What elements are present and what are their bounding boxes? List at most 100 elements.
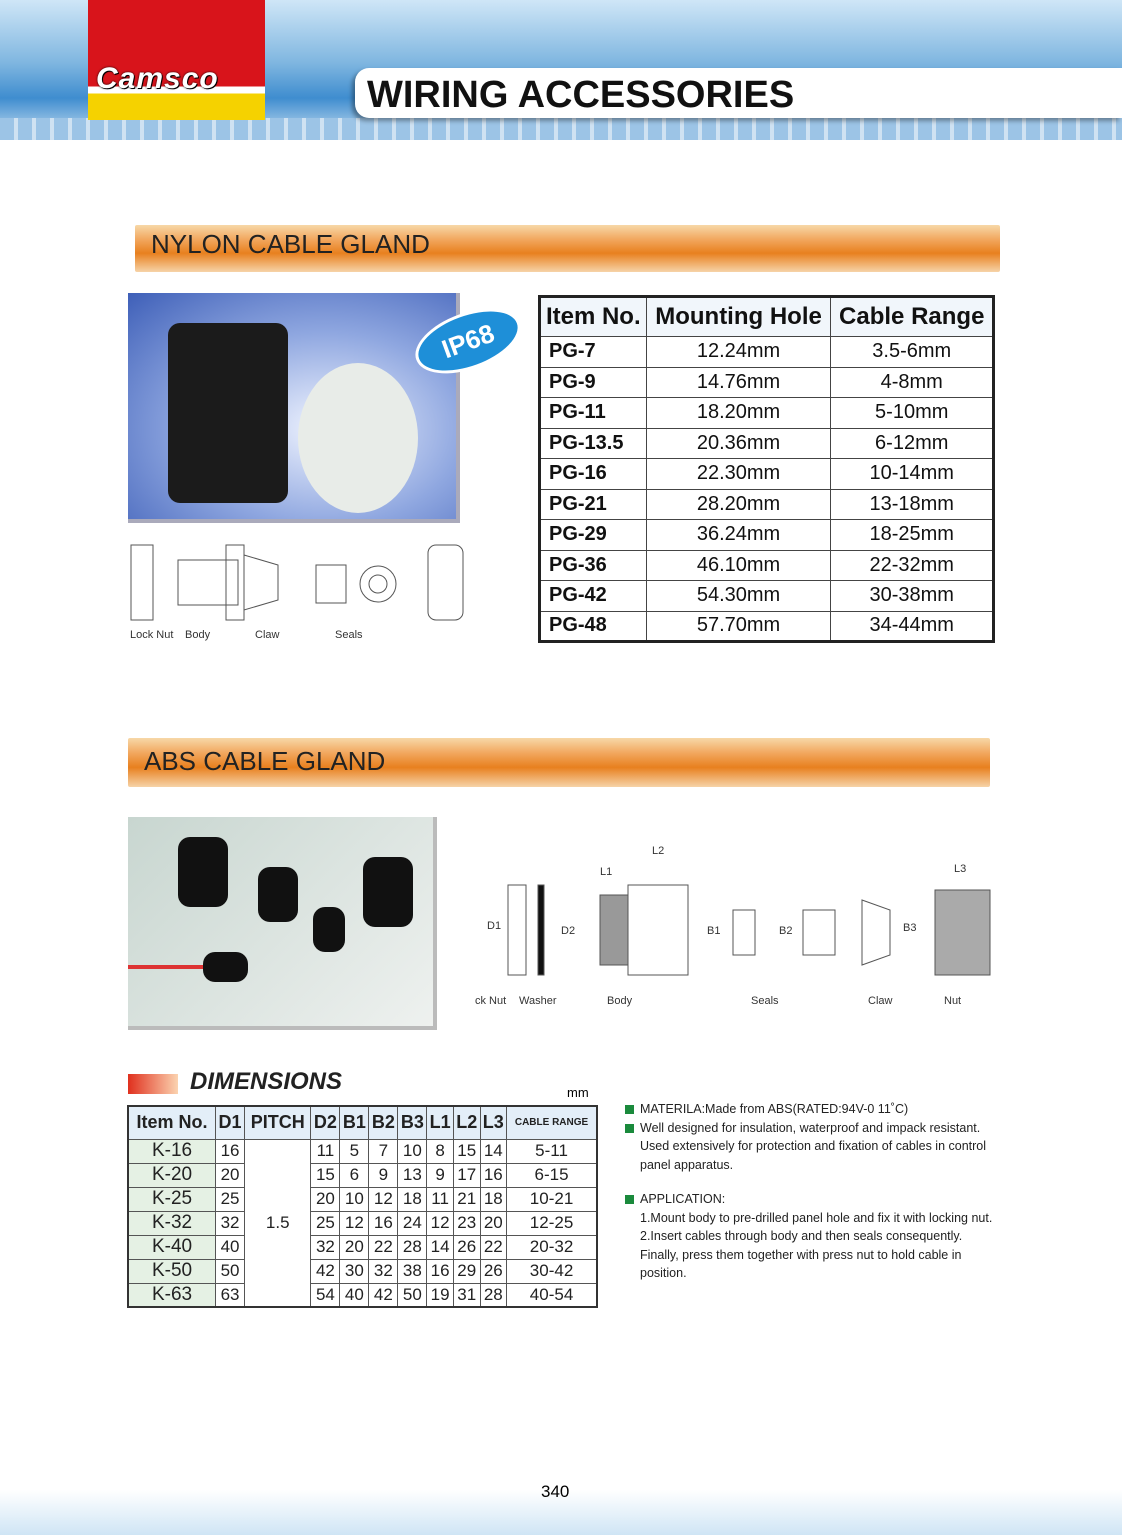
table-cell: K-50 [127,1258,217,1284]
table-cell: 13 [397,1162,428,1188]
table-cell: 12-25 [506,1210,598,1236]
table-cell: 50 [397,1282,428,1308]
dim-label: L1 [600,866,613,878]
ip68-badge: IP68 [406,295,530,387]
table-cell: 20 [310,1186,341,1212]
column-header: L1 [426,1105,454,1140]
part-label: Claw [868,995,893,1007]
table-cell: 10 [339,1186,370,1212]
table-cell: 50 [215,1258,246,1284]
black-gland-image [178,837,228,907]
part-label: Nut [944,995,962,1007]
column-header: Cable Range [830,296,994,337]
table-cell: 42 [310,1258,341,1284]
table-cell: 29 [452,1258,481,1284]
dim-label: B3 [903,922,917,934]
footer-band [0,1490,1122,1535]
part-label: Body [185,629,211,641]
pitch-cell: 1.5 [244,1138,312,1308]
page-number: 340 [541,1482,570,1501]
table-cell: K-63 [127,1282,217,1308]
table-cell: 12 [339,1210,370,1236]
table-cell: 18 [479,1186,508,1212]
table-cell: 30-38mm [830,580,994,612]
white-gland-image [298,363,418,513]
table-cell: 18-25mm [830,519,994,551]
page-title-pill: WIRING ACCESSORIES [355,68,1122,118]
table-cell: 40-54 [506,1282,598,1308]
dimensions-marker [128,1074,178,1094]
black-gland-image [168,323,288,503]
table-cell: PG-13.5 [539,427,647,459]
abs-section-title: ABS CABLE GLAND [144,746,386,776]
design-note: Well designed for insulation, waterproof… [625,1119,1000,1175]
unit-label: mm [567,1085,589,1100]
table-cell: 11 [310,1138,341,1164]
logo-text: Camsco [96,62,219,95]
table-cell: 19 [426,1282,454,1308]
table-cell: 16 [215,1138,246,1164]
table-cell: 54 [310,1282,341,1308]
table-cell: 14 [479,1138,508,1164]
table-cell: 22 [479,1234,508,1260]
table-cell: 17 [452,1162,481,1188]
table-cell: PG-36 [539,549,647,581]
application-title: APPLICATION: [625,1190,1000,1209]
table-cell: 7 [368,1138,399,1164]
dim-label: B1 [707,925,721,937]
table-cell: 23 [452,1210,481,1236]
table-cell: PG-48 [539,610,647,642]
material-note: MATERILA:Made from ABS(RATED:94V-0 11˚C) [625,1100,1000,1119]
table-cell: 20 [215,1162,246,1188]
part-label: Claw [255,629,280,641]
column-header: D1 [215,1105,246,1140]
table-cell: 14.76mm [645,366,832,398]
table-cell: 10-21 [506,1186,598,1212]
column-header: Item No. [127,1105,217,1140]
table-cell: 24 [397,1210,428,1236]
table-cell: 10-14mm [830,458,994,490]
table-cell: 14 [426,1234,454,1260]
dim-label: D1 [487,920,502,932]
table-cell: 25 [310,1210,341,1236]
dim-label: B2 [779,925,793,937]
column-header: B1 [339,1105,370,1140]
column-header: Item No. [539,296,647,337]
table-cell: 28 [479,1282,508,1308]
table-cell: 31 [452,1282,481,1308]
table-cell: 30 [339,1258,370,1284]
table-cell: 22.30mm [645,458,832,490]
nylon-gland-photo: IP68 [128,293,530,523]
table-cell: K-25 [127,1186,217,1212]
table-cell: 26 [479,1258,508,1284]
table-cell: 28 [397,1234,428,1260]
table-cell: 9 [368,1162,399,1188]
table-cell: 5 [339,1138,370,1164]
abs-gland-photo [128,817,437,1030]
table-cell: 63 [215,1282,246,1308]
table-cell: 16 [426,1258,454,1284]
nylon-section-title: NYLON CABLE GLAND [151,229,430,259]
table-cell: 12 [426,1210,454,1236]
table-cell: 16 [479,1162,508,1188]
part-label: Seals [751,995,779,1007]
table-cell: 21 [452,1186,481,1212]
table-cell: 4-8mm [830,366,994,398]
table-cell: 10 [397,1138,428,1164]
cable-image [128,965,208,969]
part-label: Washer [519,995,557,1007]
table-cell: K-20 [127,1162,217,1188]
table-cell: 12.24mm [645,336,832,368]
table-cell: 38 [397,1258,428,1284]
table-cell: 18.20mm [645,397,832,429]
table-cell: 34-44mm [830,610,994,642]
table-cell: 28.20mm [645,488,832,520]
